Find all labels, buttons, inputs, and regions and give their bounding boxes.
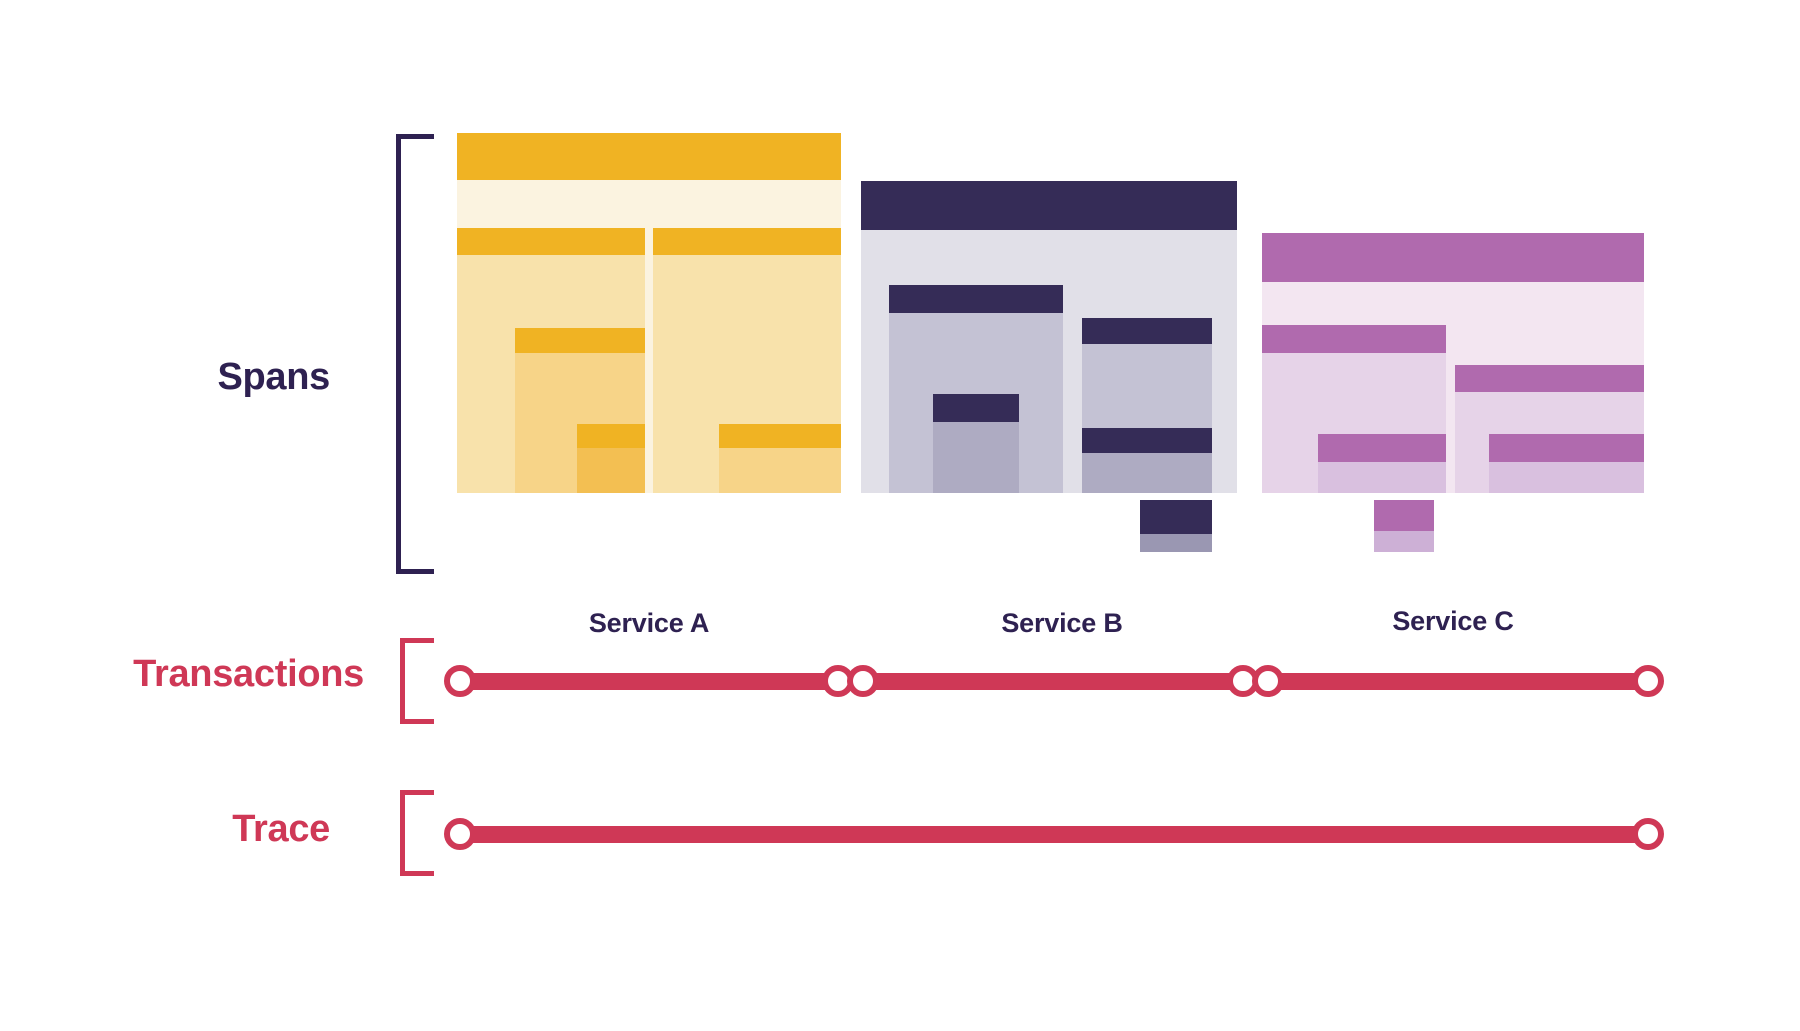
span-b-1-1-header — [933, 394, 1019, 422]
spans-bracket — [396, 134, 434, 574]
trace-row-label: Trace — [232, 808, 330, 850]
span-a-2-1[interactable] — [719, 424, 841, 493]
service-b-column — [861, 0, 1237, 600]
trace-segment-full-end-marker[interactable] — [1632, 818, 1664, 850]
span-c-1-1-header — [1318, 434, 1446, 462]
span-a-1-header — [457, 228, 645, 255]
service-a-label: Service A — [588, 608, 710, 638]
transaction-segment-c-end-marker[interactable] — [1632, 665, 1664, 697]
transaction-segment-c-start-marker[interactable] — [1252, 665, 1284, 697]
span-a-2-1-header — [719, 424, 841, 448]
span-c-2-header — [1455, 365, 1644, 392]
span-b-1[interactable] — [889, 285, 1063, 493]
span-b-2-header — [1082, 318, 1212, 344]
span-b-2-1-1[interactable] — [1140, 500, 1212, 552]
spans-diagram — [457, 0, 1644, 600]
span-b-1-header — [889, 285, 1063, 313]
transaction-segment-c[interactable] — [1268, 673, 1648, 690]
service-a-column — [457, 0, 841, 600]
span-a-1-1-header — [515, 328, 645, 353]
span-c-1-header — [1262, 325, 1446, 353]
span-a-1-1-1[interactable] — [577, 424, 645, 493]
span-a-1-1-1-header — [577, 424, 645, 448]
service-c-column — [1262, 0, 1644, 600]
span-b-root-header — [861, 181, 1237, 230]
span-b-2-1-1-header — [1140, 500, 1212, 534]
span-c-1-1-1-header — [1374, 500, 1434, 531]
transaction-segment-a-start-marker[interactable] — [444, 665, 476, 697]
service-c-label: Service C — [1392, 606, 1514, 636]
service-b-label: Service B — [1001, 608, 1123, 638]
span-c-1-1-1[interactable] — [1374, 500, 1434, 552]
span-c-2-1[interactable] — [1489, 434, 1644, 493]
transaction-segment-b[interactable] — [863, 673, 1243, 690]
span-c-2-1-header — [1489, 434, 1644, 462]
transactions-row-label: Transactions — [133, 653, 364, 695]
spans-row-label: Spans — [217, 356, 330, 398]
trace-segment-full[interactable] — [460, 826, 1648, 843]
transaction-segment-a[interactable] — [460, 673, 838, 690]
span-a-2-header — [653, 228, 841, 255]
span-a-root-header — [457, 133, 841, 180]
span-c-root-header — [1262, 233, 1644, 282]
span-b-1-1[interactable] — [933, 394, 1019, 493]
trace-segment-full-start-marker[interactable] — [444, 818, 476, 850]
span-b-2-1[interactable] — [1082, 428, 1212, 493]
trace-bracket — [400, 790, 434, 876]
span-b-2-1-header — [1082, 428, 1212, 453]
transactions-bracket — [400, 638, 434, 724]
transaction-segment-b-start-marker[interactable] — [847, 665, 879, 697]
span-c-1-1[interactable] — [1318, 434, 1446, 493]
